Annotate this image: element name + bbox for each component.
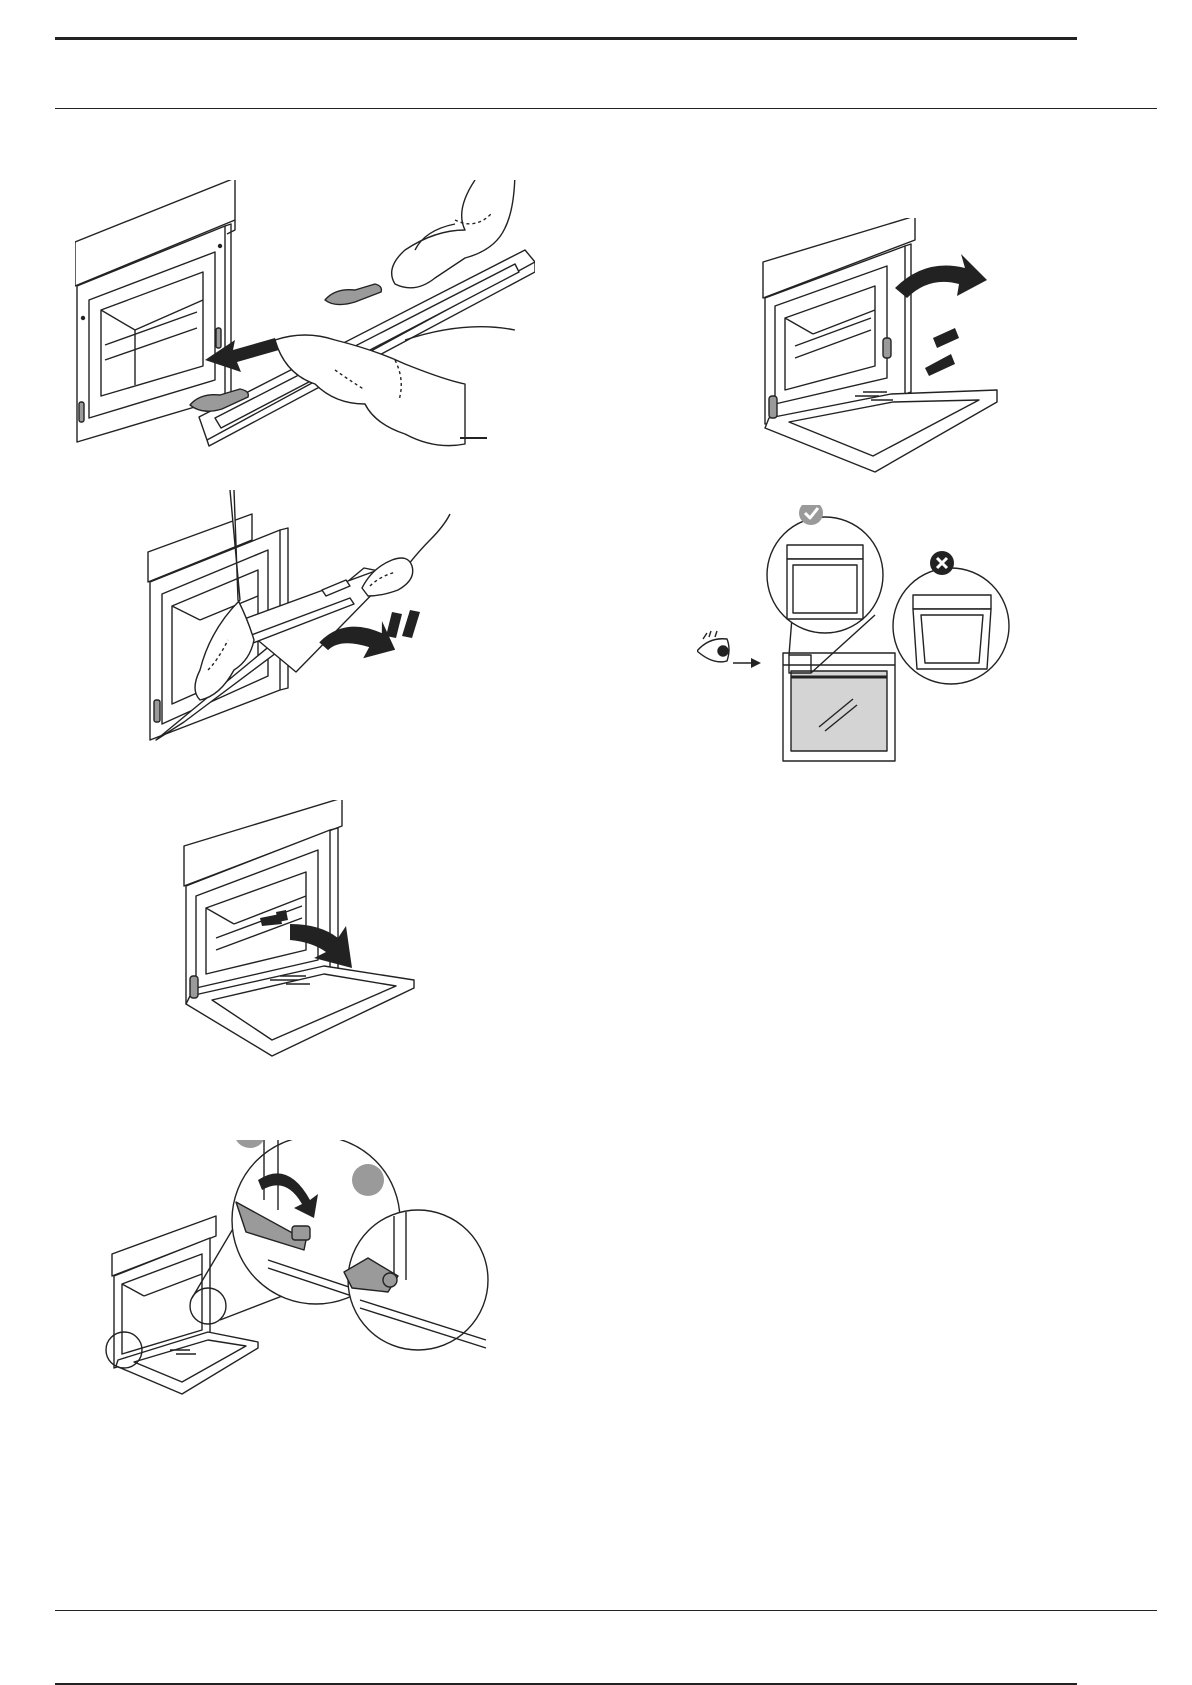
figure-hinge-levers xyxy=(98,1140,498,1400)
figure-reinsert-door-glass-panel xyxy=(140,490,460,750)
footer-rule-top xyxy=(55,1610,1157,1611)
step-marker-icon xyxy=(352,1164,384,1196)
figure-close-oven-door xyxy=(180,800,420,1060)
figure-check-glass-position xyxy=(697,505,1027,765)
step-marker-icon xyxy=(234,1140,266,1148)
figure-lift-oven-door xyxy=(755,218,1025,478)
figure-remove-door-glass-panel xyxy=(75,180,535,450)
header-rule-top xyxy=(55,37,1077,40)
header-rule-bottom xyxy=(55,108,1157,109)
